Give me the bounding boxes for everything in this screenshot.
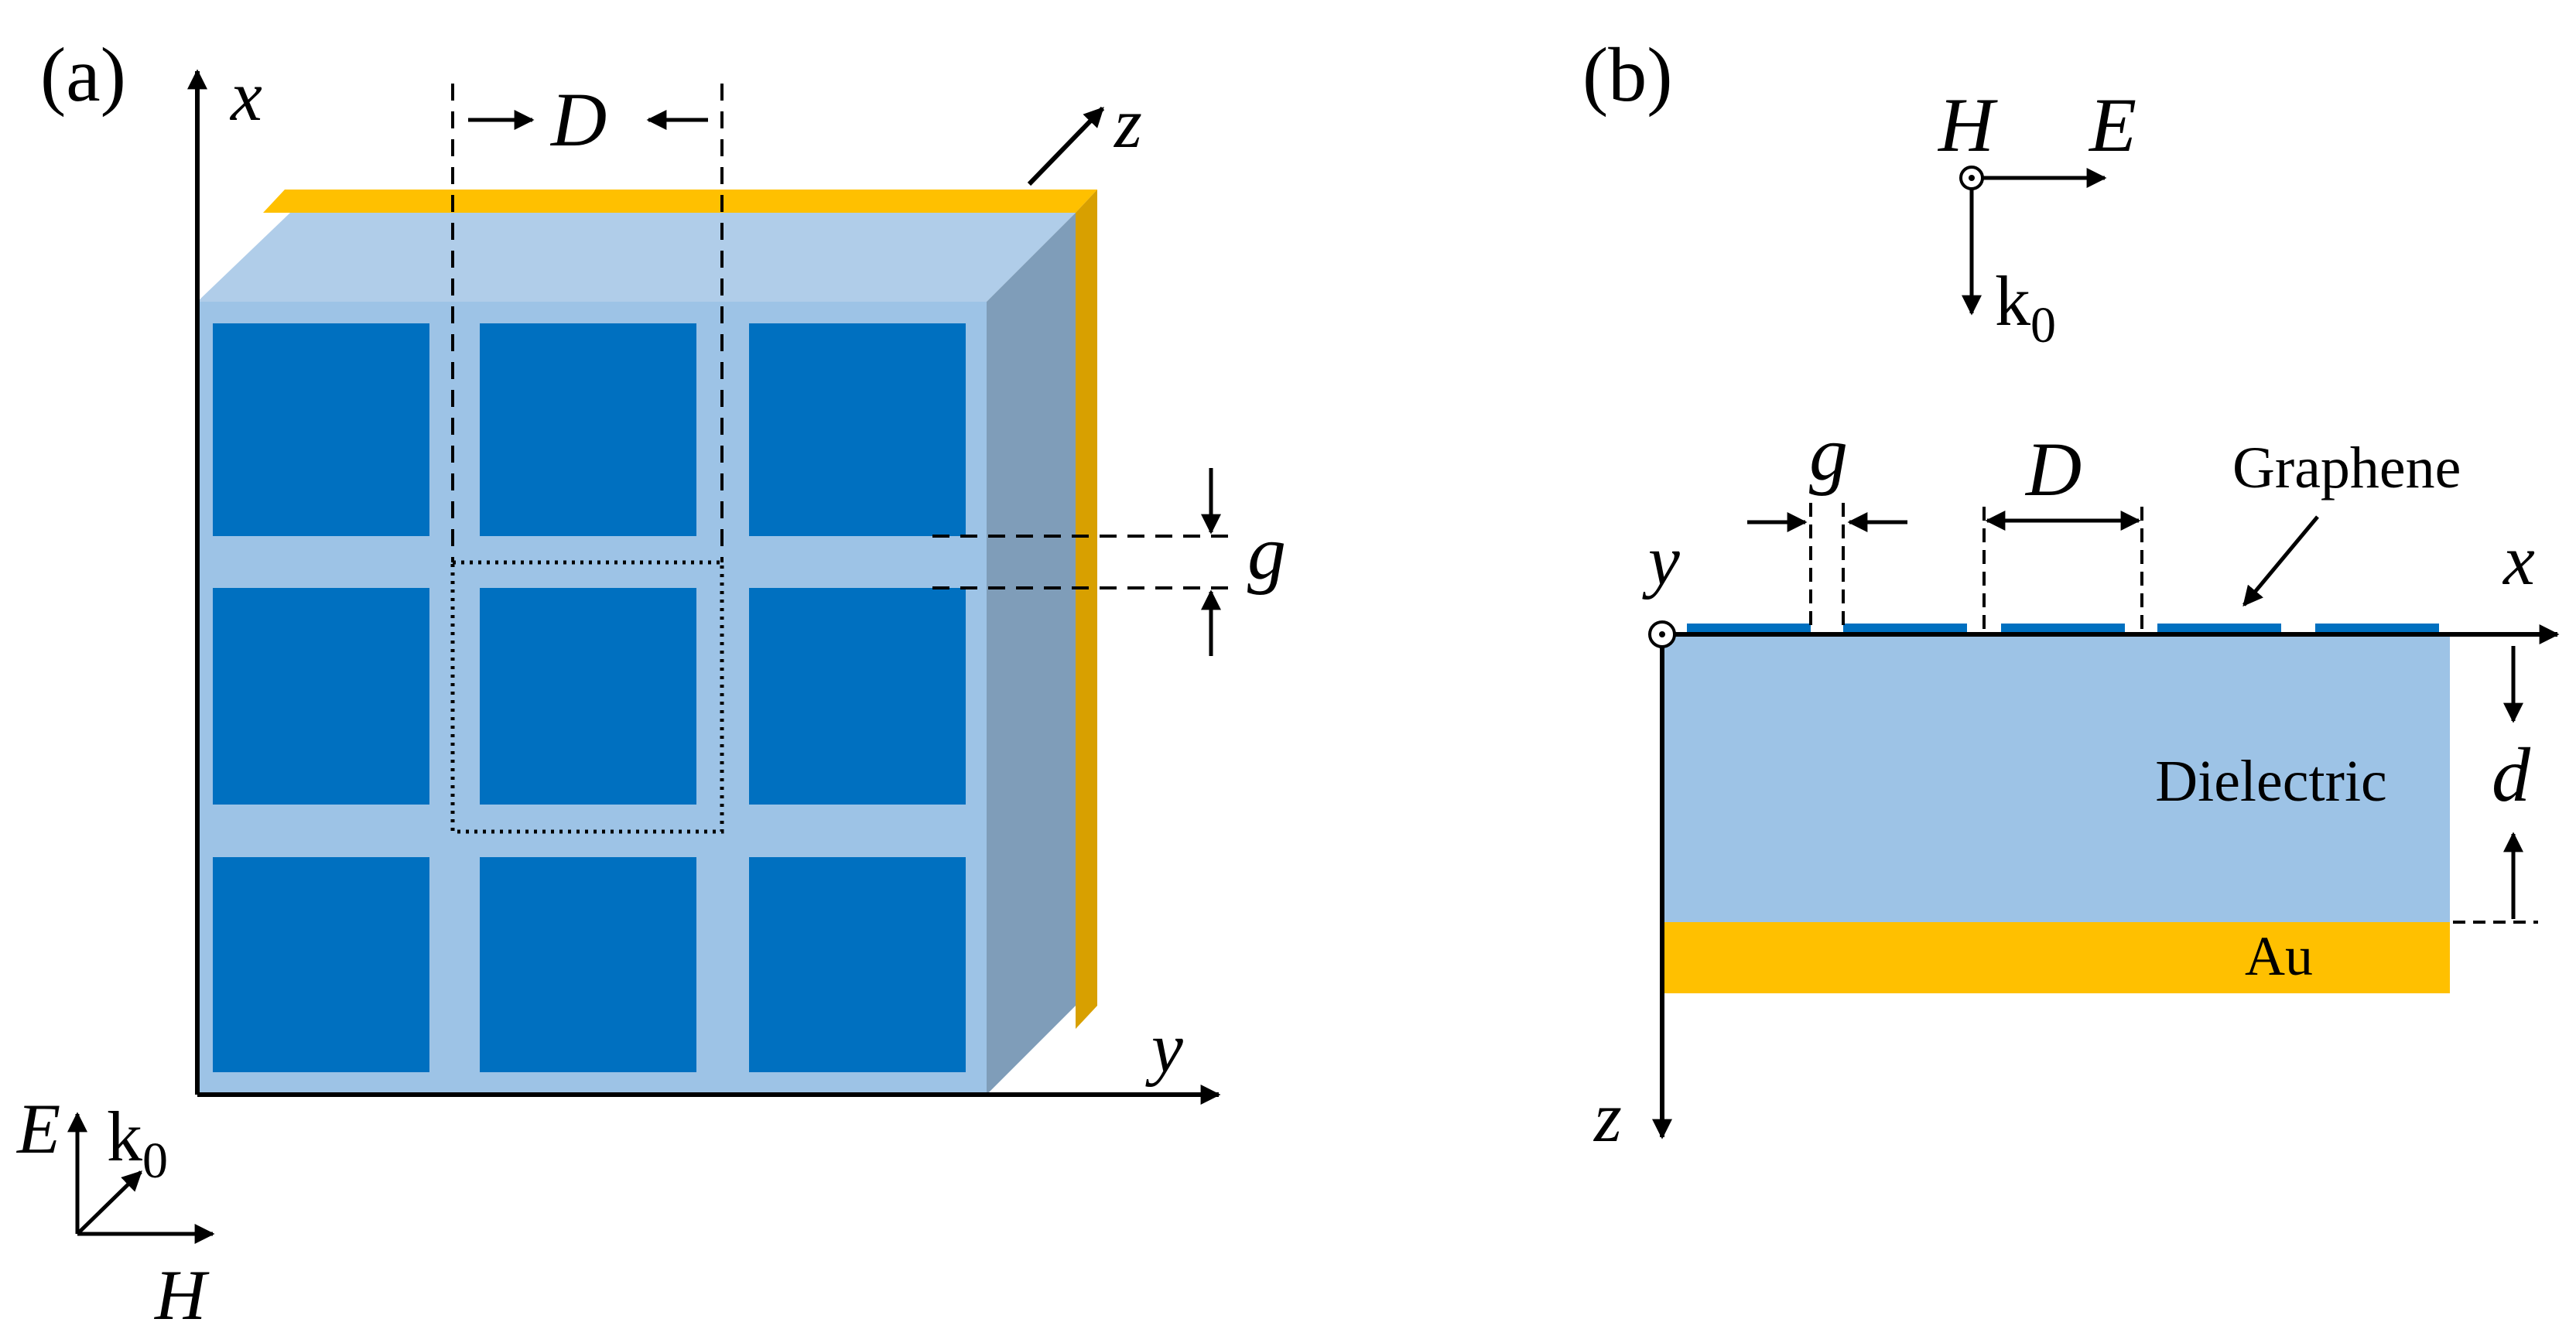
z-axis	[1027, 106, 1105, 186]
period-label: D	[2024, 426, 2082, 512]
field-triad-a: E k0 H	[15, 1089, 215, 1334]
dielectric-side-face	[987, 213, 1076, 1095]
h-field-dot	[1969, 175, 1975, 181]
graphene-patch	[749, 588, 966, 805]
panel-b: (b) H E k0 Au Dielectric x z	[1582, 32, 2560, 1157]
graphene-strip	[1843, 624, 1967, 634]
graphene-patch	[213, 323, 429, 536]
gold-layer	[1662, 922, 2450, 993]
graphene-patch-array	[213, 323, 966, 1072]
dielectric-top-face	[197, 213, 1076, 302]
k-vector-arrow	[76, 1170, 142, 1235]
dielectric-layer	[1662, 634, 2450, 922]
graphene-patch	[749, 323, 966, 536]
y-axis-label: y	[1642, 521, 1680, 600]
period-label: D	[549, 77, 607, 162]
dielectric-label: Dielectric	[2155, 749, 2387, 814]
y-axis-label: y	[1145, 1008, 1183, 1087]
graphene-pointer-arrow	[2242, 515, 2319, 606]
x-axis-label: x	[229, 56, 262, 135]
gap-label: g	[1247, 510, 1286, 596]
graphene-strip	[2315, 624, 2439, 634]
z-axis-label: z	[1592, 1078, 1622, 1157]
gold-layer-side	[1076, 190, 1097, 1029]
graphene-strip-array	[1687, 624, 2439, 634]
y-axis-dot	[1659, 631, 1665, 637]
field-triad-b: H E k0	[1937, 82, 2136, 354]
k-vector-label: k0	[1995, 261, 2056, 354]
graphene-label: Graphene	[2232, 436, 2461, 501]
thickness-label: d	[2492, 732, 2531, 818]
graphene-patch	[480, 323, 696, 536]
graphene-strip	[2001, 624, 2125, 634]
unit-cell-outline	[450, 560, 724, 834]
graphene-patch	[213, 857, 429, 1072]
panel-a-label: (a)	[40, 32, 126, 118]
x-axis-label: x	[2502, 521, 2535, 600]
graphene-strip	[2157, 624, 2281, 634]
h-field-label: H	[154, 1256, 210, 1334]
gold-layer-top	[263, 190, 1097, 213]
graphene-patch	[213, 588, 429, 805]
z-axis-label: z	[1113, 84, 1142, 162]
gap-label: g	[1809, 411, 1848, 497]
gold-label: Au	[2245, 925, 2313, 987]
panel-a: (a) D g	[15, 32, 1286, 1334]
e-field-label: E	[2088, 82, 2136, 168]
graphene-patch	[480, 588, 696, 805]
graphene-patch	[480, 857, 696, 1072]
graphene-strip	[1687, 624, 1811, 634]
graphene-patch	[749, 857, 966, 1072]
k-vector-label: k0	[107, 1097, 168, 1189]
h-field-label: H	[1937, 82, 1998, 168]
panel-b-label: (b)	[1582, 32, 1673, 118]
e-field-label: E	[15, 1089, 60, 1168]
